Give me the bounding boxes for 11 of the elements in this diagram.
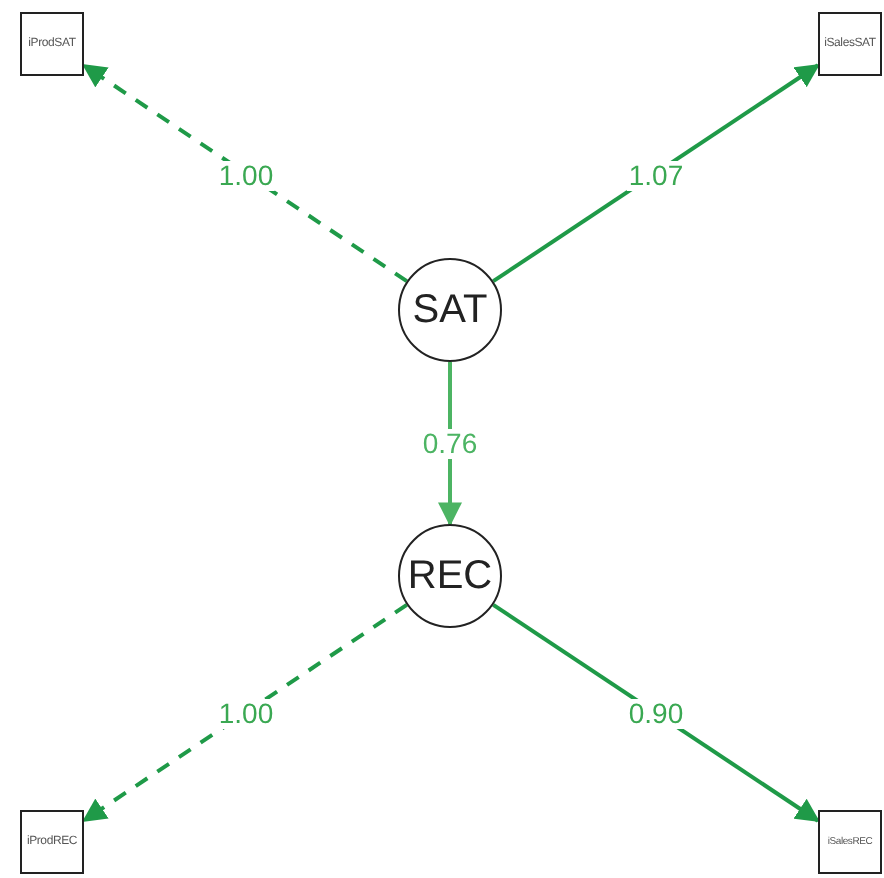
edge-label: 1.00 bbox=[216, 161, 276, 191]
edge-label: 0.76 bbox=[420, 429, 480, 459]
edge-label: 1.00 bbox=[216, 699, 276, 729]
arrow bbox=[82, 603, 408, 823]
latent-variable-circle: REC bbox=[398, 524, 502, 628]
arrow bbox=[492, 63, 820, 283]
edge-label: 0.90 bbox=[626, 699, 686, 729]
arrow bbox=[82, 63, 408, 283]
arrow bbox=[492, 603, 820, 823]
edge-label: 1.07 bbox=[626, 161, 686, 191]
latent-variable-circle: SAT bbox=[398, 258, 502, 362]
